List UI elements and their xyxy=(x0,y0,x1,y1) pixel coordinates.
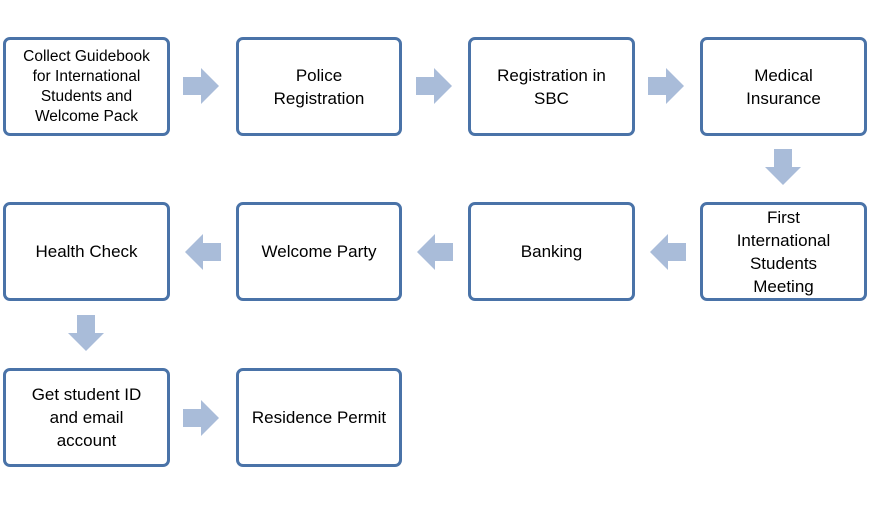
step-registration-sbc: Registration in SBC xyxy=(468,37,635,136)
step-label: Police Registration xyxy=(273,65,365,108)
step-label: Collect Guidebook for International Stud… xyxy=(23,47,150,125)
step-label: Get student ID and email account xyxy=(31,385,142,450)
arrow-left-icon xyxy=(417,234,453,270)
step-collect-guidebook: Collect Guidebook for International Stud… xyxy=(3,37,170,136)
arrow-left-icon xyxy=(185,234,221,270)
arrow-right-icon xyxy=(183,400,219,436)
step-label: Banking xyxy=(520,242,583,261)
step-label: Health Check xyxy=(35,242,138,261)
step-label: Welcome Party xyxy=(261,242,377,261)
step-welcome-party: Welcome Party xyxy=(236,202,402,301)
step-first-meeting: First International Students Meeting xyxy=(700,202,867,301)
step-medical-insurance: Medical Insurance xyxy=(700,37,867,136)
step-label: Residence Permit xyxy=(251,408,387,427)
arrow-down-icon xyxy=(765,149,801,185)
step-label: First International Students Meeting xyxy=(736,207,831,296)
arrow-down-icon xyxy=(68,315,104,351)
arrow-right-icon xyxy=(183,68,219,104)
step-residence-permit: Residence Permit xyxy=(236,368,402,467)
step-police-registration: Police Registration xyxy=(236,37,402,136)
step-health-check: Health Check xyxy=(3,202,170,301)
step-label: Medical Insurance xyxy=(746,65,821,108)
arrow-left-icon xyxy=(650,234,686,270)
arrow-right-icon xyxy=(416,68,452,104)
step-banking: Banking xyxy=(468,202,635,301)
arrow-right-icon xyxy=(648,68,684,104)
step-label: Registration in SBC xyxy=(497,65,606,108)
step-student-id: Get student ID and email account xyxy=(3,368,170,467)
